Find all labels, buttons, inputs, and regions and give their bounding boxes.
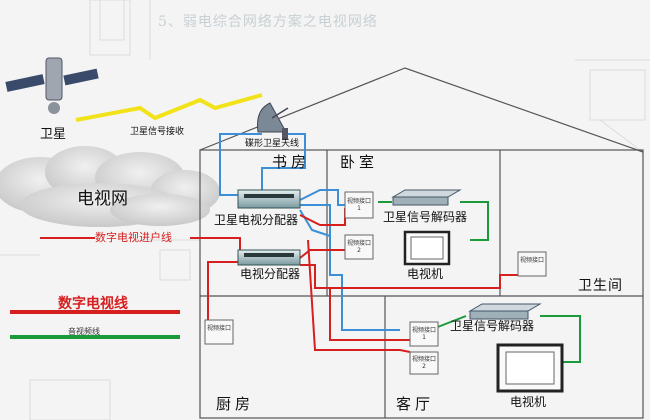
outlet-bedroom-1-label: 视频接口1: [346, 198, 371, 213]
legend-av-label: 音视频线: [68, 327, 100, 336]
outlet-bedroom-2-label: 视频接口2: [346, 240, 371, 255]
room-study: 书房: [272, 153, 311, 171]
satellite-dish-icon: [257, 102, 289, 140]
signal-bolt-icon: [75, 93, 263, 122]
outlet-living-2-label: 视频接口2: [411, 356, 436, 371]
room-bathroom: 卫生间: [578, 278, 623, 294]
decoder-device-living: [468, 303, 542, 320]
legend: [10, 310, 180, 339]
av-cable: [378, 201, 581, 363]
room-living: 客厅: [396, 395, 435, 413]
satellite-splitter-device: [237, 189, 301, 209]
cloud: [0, 146, 220, 227]
cable-tv-in-label: 数字电视进户线: [95, 231, 172, 244]
tv-living-icon: [496, 343, 564, 393]
tv-bedroom-icon: [403, 230, 451, 266]
tv-bedroom-label: 电视机: [407, 267, 444, 281]
room-kitchen: 厨房: [216, 395, 255, 413]
digital-tv-cable: [40, 208, 528, 353]
decoder-living-label: 卫星信号解码器: [450, 319, 535, 333]
satellite-signal-label: 卫星信号接收: [130, 127, 185, 137]
tv-splitter-device: [237, 249, 301, 266]
decoder-device-bedroom: [391, 189, 462, 206]
outlet-boxes: [204, 191, 547, 375]
tv-living-label: 电视机: [510, 395, 547, 409]
outlet-kitchen-label: 视频接口: [206, 325, 231, 332]
tv-splitter-label: 电视分配器: [240, 267, 301, 281]
outlet-bathroom-label: 视频接口: [519, 257, 544, 264]
dish-label: 碟形卫星天线: [245, 139, 300, 149]
network-label: 电视网: [77, 189, 128, 209]
outlet-living-1-label: 视频接口1: [411, 327, 436, 342]
decoder-bedroom-label: 卫星信号解码器: [383, 210, 468, 224]
satellite-splitter-label: 卫星电视分配器: [214, 213, 299, 227]
room-bedroom: 卧室: [340, 153, 379, 171]
legend-digital-tv-label: 数字电视线: [58, 296, 128, 312]
house-outline: [199, 67, 644, 419]
satellite-icon: [5, 57, 99, 114]
page-title: 5、弱电综合网络方案之电视网络: [158, 14, 378, 30]
satellite-label: 卫星: [40, 127, 67, 142]
